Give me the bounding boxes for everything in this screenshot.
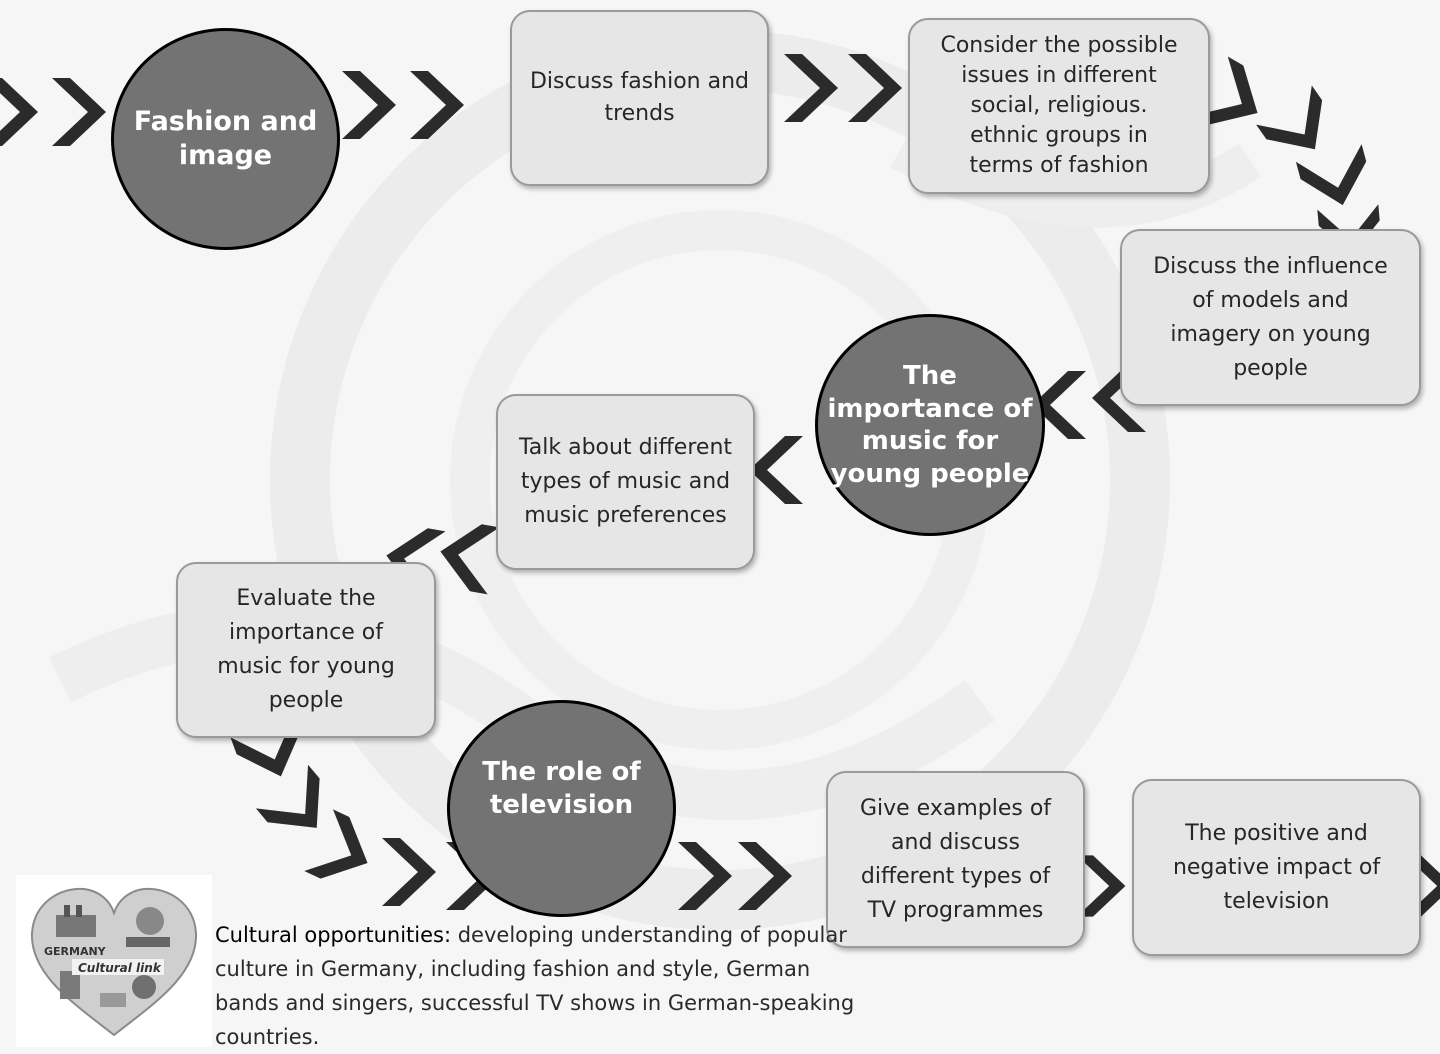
step-box-3: Discuss the influence of models and imag… — [1120, 229, 1421, 406]
step-box-2: Consider the possible issues in differen… — [908, 18, 1210, 194]
step-text: Talk about different types of music and … — [518, 435, 733, 528]
step-box-6: Give examples of and discuss different t… — [826, 771, 1085, 948]
logo-cultural-link-text: Cultural link — [78, 961, 162, 975]
chevron-arrow-icon — [386, 528, 446, 599]
step-text: Evaluate the importance of music for you… — [217, 586, 395, 713]
chevron-arrow-icon — [1295, 144, 1367, 206]
logo-germany-text: GERMANY — [44, 945, 107, 958]
step-text: Discuss the influence of models and imag… — [1153, 253, 1388, 381]
chevron-arrow-icon — [848, 54, 902, 122]
cultural-link-logo: GERMANY Cultural link — [16, 875, 212, 1047]
step-box-4: Talk about different types of music and … — [496, 394, 755, 570]
step-box-5: Evaluate the importance of music for you… — [176, 562, 436, 738]
chevron-arrow-icon — [749, 436, 803, 504]
chevron-arrow-icon — [1256, 85, 1323, 150]
topic-circle-television: The role of television — [447, 700, 676, 917]
chevron-arrow-icon — [440, 524, 500, 595]
chevron-arrow-icon — [1076, 855, 1126, 917]
chevron-arrow-icon — [382, 838, 436, 906]
chevron-arrow-icon — [342, 71, 396, 139]
topic-circle-fashion: Fashion and image — [111, 28, 340, 250]
chevron-arrow-icon — [738, 842, 792, 910]
topic-circle-music: The importance of music for young people — [815, 314, 1045, 536]
cultural-opportunities-text: Cultural opportunities: developing under… — [215, 918, 855, 1054]
chevron-arrow-icon — [678, 842, 732, 910]
chevron-arrow-icon — [1092, 364, 1146, 432]
chevron-arrow-icon — [52, 78, 106, 146]
topic-title: The importance of music for young people — [827, 361, 1033, 489]
step-text: Give examples of and discuss different t… — [859, 795, 1052, 923]
chevron-arrow-icon — [0, 78, 38, 146]
chevron-arrow-icon — [1404, 855, 1440, 917]
chevron-arrow-icon — [304, 809, 368, 879]
cultural-opportunities-body: developing understanding of popular cult… — [215, 923, 855, 1049]
chevron-arrow-icon — [255, 764, 320, 828]
chevron-arrow-icon — [784, 54, 838, 122]
topic-title: The role of television — [482, 757, 641, 820]
chevron-arrow-icon — [230, 714, 301, 777]
step-text: The positive and negative impact of tele… — [1172, 820, 1381, 914]
heart-collage-icon: GERMANY Cultural link — [30, 887, 198, 1037]
step-text: Consider the possible issues in differen… — [940, 33, 1178, 178]
chevron-arrow-icon — [1193, 56, 1258, 125]
chevron-arrow-icon — [410, 71, 464, 139]
topic-title: Fashion and image — [133, 106, 318, 171]
step-box-1: Discuss fashion and trends — [510, 10, 769, 186]
step-text: Discuss fashion and trends — [529, 69, 749, 126]
step-box-7: The positive and negative impact of tele… — [1132, 779, 1421, 956]
cultural-opportunities-label: Cultural opportunities: — [215, 923, 452, 947]
